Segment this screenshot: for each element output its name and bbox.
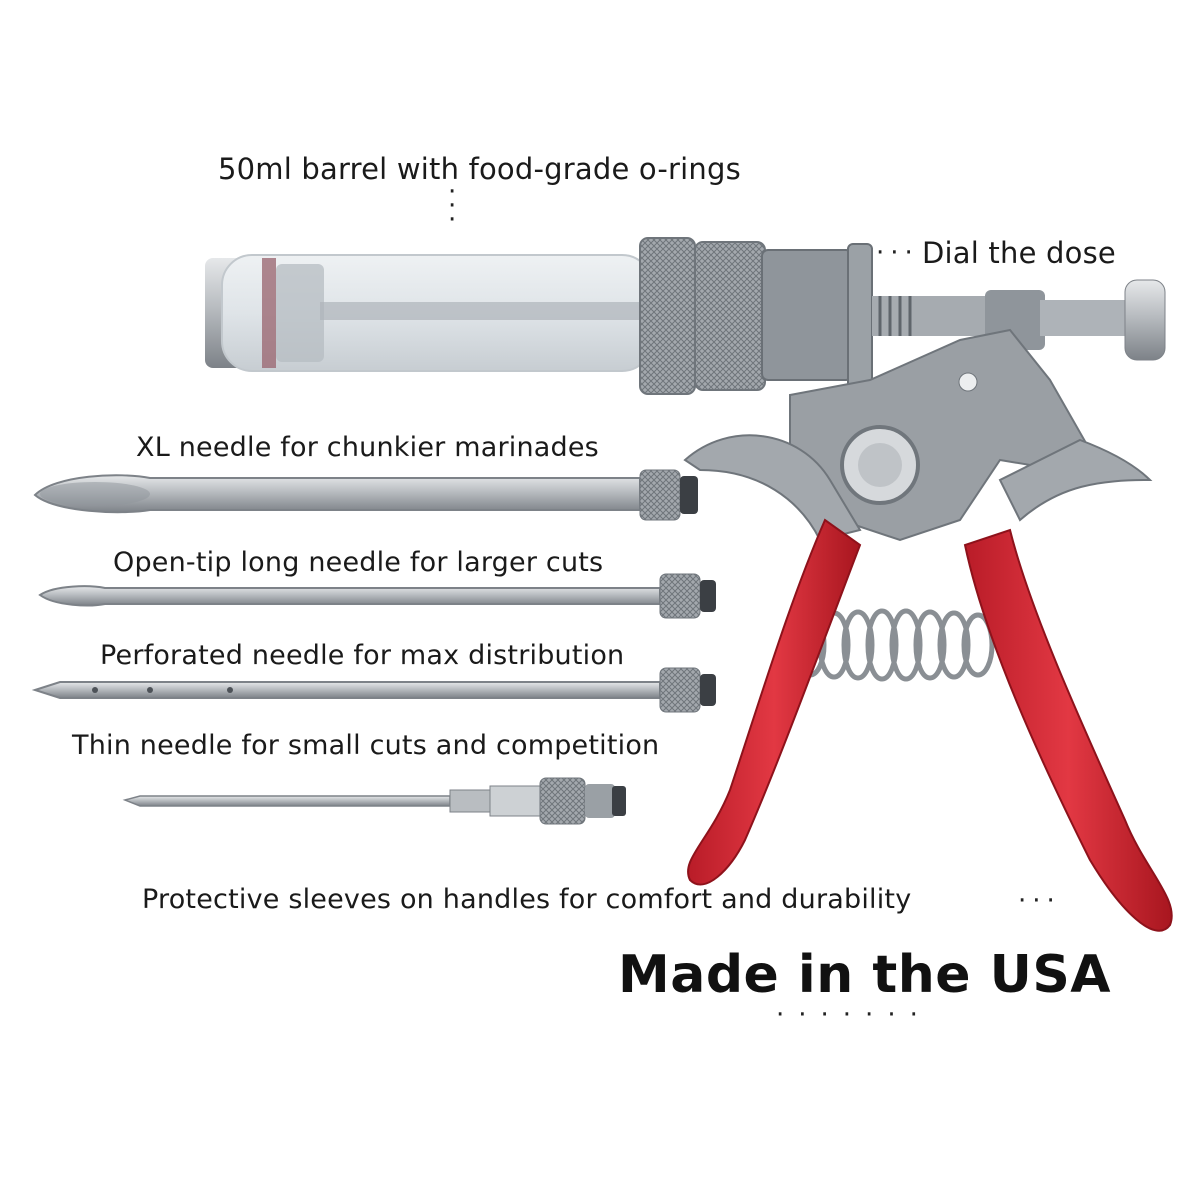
thin-needle (122, 777, 626, 825)
plunger-rod (320, 302, 650, 320)
made-in-leader-dots: ······· (776, 1000, 932, 1030)
xl-needle (33, 469, 698, 521)
open-tip-caption: Open-tip long needle for larger cuts (113, 547, 604, 578)
trigger-mechanism (683, 328, 1153, 542)
left-finger-hook (683, 434, 862, 542)
barrel (205, 237, 1166, 395)
barrel-body (761, 249, 853, 381)
dial-caption: Dial the dose (922, 236, 1116, 270)
right-handle-sleeve (963, 528, 1173, 932)
open-tip-needle (38, 573, 716, 619)
dial-leader-dots: ··· (876, 238, 919, 268)
plunger-head (276, 264, 324, 362)
threaded-rod (872, 296, 992, 336)
barrel-caption: 50ml barrel with food-grade o-rings (218, 152, 741, 186)
perforated-caption: Perforated needle for max distribution (100, 640, 625, 671)
xl-needle-caption: XL needle for chunkier marinades (136, 432, 599, 463)
sleeves-caption: Protective sleeves on handles for comfor… (142, 884, 912, 915)
thumb-knob (1124, 279, 1166, 361)
knurled-nut (639, 237, 696, 395)
push-rod (1040, 300, 1130, 336)
pivot-pin (958, 372, 978, 392)
right-finger-hook (998, 438, 1153, 522)
left-handle-sleeve (687, 518, 862, 886)
o-ring (262, 258, 276, 368)
perforated-needle (31, 667, 716, 713)
dose-dial (847, 243, 873, 389)
barrel-leader-dots: ··· (448, 177, 457, 235)
made-in-usa-heading: Made in the USA (618, 945, 1112, 1005)
knurled-collar (694, 241, 766, 391)
thin-needle-caption: Thin needle for small cuts and competiti… (72, 730, 660, 761)
sleeves-leader-dots: ··· (1018, 886, 1061, 916)
